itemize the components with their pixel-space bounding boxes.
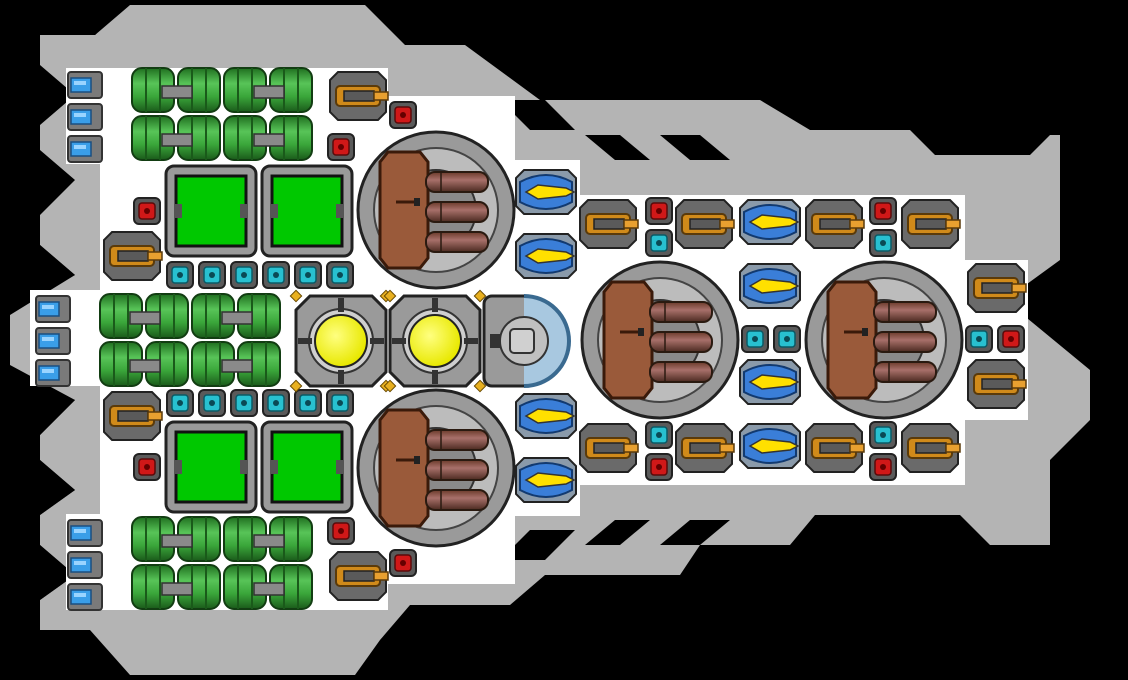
cyan-port-icon <box>326 261 354 289</box>
blue-missile-icon <box>515 233 577 279</box>
cyan-port-icon <box>166 261 194 289</box>
red-node-icon <box>645 453 673 481</box>
gold-gun-icon <box>805 199 865 249</box>
reactor-core <box>289 289 393 393</box>
cyan-port-icon <box>198 389 226 417</box>
fuel-tank-bank <box>131 67 313 161</box>
fuel-tank-bank <box>99 293 281 387</box>
thruster-icon <box>35 327 71 355</box>
thruster-icon <box>67 135 103 163</box>
cyan-port-icon <box>198 261 226 289</box>
cyan-port-icon <box>230 261 258 289</box>
thruster-icon <box>67 103 103 131</box>
gold-gun-icon <box>579 199 639 249</box>
green-module-room <box>164 420 258 514</box>
red-node-icon <box>133 453 161 481</box>
cyan-port-icon <box>773 325 801 353</box>
cyan-port-icon <box>166 389 194 417</box>
gold-gun-icon <box>329 551 389 601</box>
thruster-icon <box>67 519 103 547</box>
red-node-icon <box>389 101 417 129</box>
green-module-room <box>260 420 354 514</box>
thruster-icon <box>35 295 71 323</box>
gold-gun-icon <box>901 199 961 249</box>
cannon-turret <box>804 260 964 420</box>
blue-missile-icon <box>515 169 577 215</box>
cockpit-module <box>482 294 571 388</box>
red-node-icon <box>869 453 897 481</box>
cannon-turret <box>356 388 516 548</box>
cyan-port-icon <box>294 261 322 289</box>
blue-missile-icon <box>739 199 801 245</box>
gold-gun-icon <box>967 359 1027 409</box>
red-node-icon <box>997 325 1025 353</box>
cyan-port-icon <box>262 261 290 289</box>
blue-missile-icon <box>739 423 801 469</box>
cyan-port-icon <box>869 421 897 449</box>
gold-gun-icon <box>329 71 389 121</box>
cyan-port-icon <box>645 229 673 257</box>
blue-missile-icon <box>739 359 801 405</box>
thruster-icon <box>67 551 103 579</box>
reactor-core <box>383 289 487 393</box>
cannon-turret <box>580 260 740 420</box>
fuel-tank-bank <box>131 516 313 610</box>
thruster-icon <box>35 359 71 387</box>
thruster-icon <box>67 71 103 99</box>
cyan-port-icon <box>965 325 993 353</box>
thruster-icon <box>67 583 103 611</box>
cyan-port-icon <box>741 325 769 353</box>
blue-missile-icon <box>739 263 801 309</box>
green-module-room <box>164 164 258 258</box>
cyan-port-icon <box>262 389 290 417</box>
cyan-port-icon <box>294 389 322 417</box>
cannon-turret <box>356 130 516 290</box>
gold-gun-icon <box>967 263 1027 313</box>
red-node-icon <box>133 197 161 225</box>
cyan-port-icon <box>230 389 258 417</box>
blue-missile-icon <box>515 457 577 503</box>
red-node-icon <box>389 549 417 577</box>
blue-missile-icon <box>515 393 577 439</box>
gold-gun-icon <box>901 423 961 473</box>
cyan-port-icon <box>326 389 354 417</box>
red-node-icon <box>645 197 673 225</box>
cyan-port-icon <box>645 421 673 449</box>
gold-gun-icon <box>675 199 735 249</box>
red-node-icon <box>869 197 897 225</box>
cyan-port-icon <box>869 229 897 257</box>
red-node-icon <box>327 517 355 545</box>
gold-gun-icon <box>103 231 163 281</box>
gold-gun-icon <box>805 423 865 473</box>
gold-gun-icon <box>579 423 639 473</box>
red-node-icon <box>327 133 355 161</box>
gold-gun-icon <box>675 423 735 473</box>
green-module-room <box>260 164 354 258</box>
gold-gun-icon <box>103 391 163 441</box>
